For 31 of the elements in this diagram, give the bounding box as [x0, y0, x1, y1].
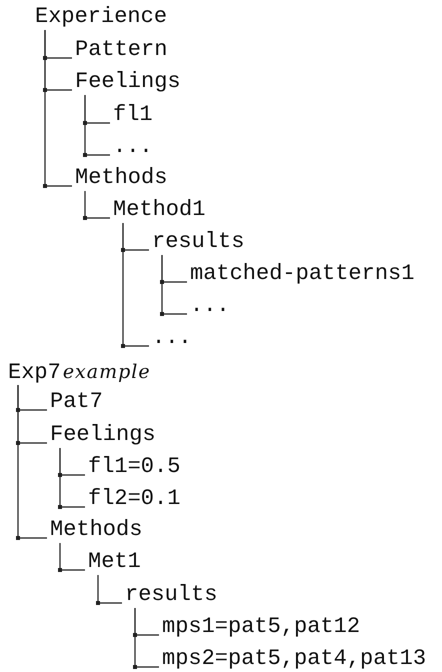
tree-connector [160, 255, 187, 316]
tree-item-label: ... [152, 325, 192, 351]
tree-item-label: Feelings [75, 69, 181, 95]
tree-item-label: Feelings [50, 422, 156, 448]
tree-item-label: mps1=pat5,pat12 [162, 614, 360, 640]
tree-connector [43, 30, 72, 188]
tree-item-label: Methods [50, 517, 142, 543]
tree-item-label: fl2=0.1 [88, 486, 180, 512]
tree-connector [83, 191, 110, 220]
tree-item-label: results [125, 582, 218, 608]
tree-item-label: fl1 [113, 102, 153, 128]
tree-item-label: Experience [35, 4, 168, 30]
tree-connector [83, 95, 110, 157]
tree-item-label: Methods [75, 165, 168, 191]
tree-connector [16, 385, 47, 540]
tree-item-label: Pattern [75, 37, 168, 63]
tree-item-label: ... [190, 293, 230, 319]
tree-item-label: Pat7 [50, 389, 103, 415]
tree-item-label: results [152, 229, 244, 255]
tree-connector [58, 543, 85, 572]
tree-connector [96, 575, 122, 605]
tree-item-label: matched-patterns1 [190, 261, 414, 287]
tree-item-label: mps2=pat5,pat4,pat13 [162, 646, 426, 672]
tree-connector [58, 448, 85, 509]
tree-item-label: Met1 [88, 549, 141, 575]
tree-item-label: ... [113, 134, 153, 160]
tree-connector [121, 223, 149, 348]
tree-item-label: Method1 [113, 197, 206, 223]
tree-connector [133, 608, 159, 669]
tree-item-label: Exp7 example [8, 359, 151, 385]
tree-item-label: fl1=0.5 [88, 454, 180, 480]
